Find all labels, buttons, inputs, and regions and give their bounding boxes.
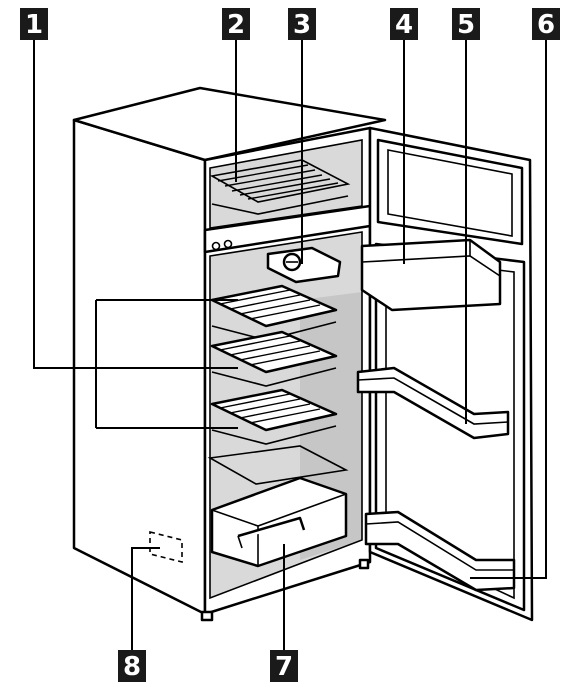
callout-4: 4 [390, 8, 418, 40]
callout-2: 2 [222, 8, 250, 40]
callout-2-number: 2 [227, 10, 245, 40]
indicator-light [211, 241, 221, 251]
callout-4-number: 4 [395, 10, 413, 40]
callout-1: 1 [20, 8, 48, 40]
refrigerator-illustration [72, 86, 534, 622]
callout-6-number: 6 [537, 10, 555, 40]
crisper-drawer [210, 476, 348, 568]
rating-plate [149, 530, 183, 564]
foot [200, 610, 214, 622]
callout-5: 5 [452, 8, 480, 40]
leader-lines [33, 40, 547, 650]
freezer-shelf [209, 159, 351, 215]
butter-compartment [360, 238, 502, 312]
foot [358, 558, 370, 570]
callout-8: 8 [118, 650, 146, 682]
thermostat-control [266, 246, 342, 284]
door [356, 126, 534, 622]
callout-3-number: 3 [293, 10, 311, 40]
leader-line-8 [131, 547, 160, 650]
callout-6: 6 [532, 8, 560, 40]
freezer-interior [210, 140, 362, 228]
callout-7: 7 [270, 650, 298, 682]
fridge-shelf-bottom [210, 388, 338, 445]
callout-3: 3 [288, 8, 316, 40]
callout-1-number: 1 [25, 10, 43, 40]
fridge-shelf-middle [210, 330, 338, 387]
door-shelf-lower [364, 510, 516, 592]
indicator-light [223, 239, 233, 249]
callout-5-number: 5 [457, 10, 475, 40]
leader-line-6 [470, 40, 547, 579]
cabinet-top [72, 86, 387, 162]
leader-line-1 [33, 40, 238, 369]
callout-7-number: 7 [275, 652, 293, 682]
door-shelf-upper [356, 366, 510, 440]
callout-8-number: 8 [123, 652, 141, 682]
crisper-handle [237, 516, 306, 538]
